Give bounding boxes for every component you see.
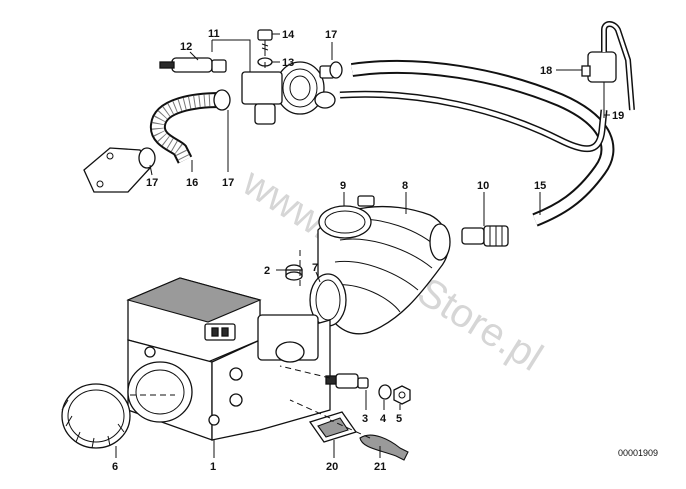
callout-3: 3 [362,413,368,425]
vacuum-hose-long [350,59,615,227]
cap-21 [359,434,409,461]
clamp-17-b [329,61,343,79]
callout-5: 5 [396,413,402,425]
callout-13: 13 [282,57,294,69]
reference-number: 00001909 [618,448,658,458]
callout-8: 8 [402,180,408,192]
sensor-12 [159,57,227,73]
clamp-17-a [213,89,231,111]
assembly-lines [130,62,371,439]
callout-4: 4 [380,413,387,425]
callout-19: 19 [612,110,624,122]
callout-7: 7 [312,262,318,274]
sensor-3 [325,373,369,389]
callout-6: 6 [112,461,118,473]
callout-21: 21 [374,461,386,473]
callout-11: 11 [208,28,220,40]
callout-2: 2 [264,265,270,277]
callout-1: 1 [210,461,216,473]
flange-fitting [83,147,156,193]
callout-9: 9 [340,180,346,192]
hose-16 [149,92,221,164]
callout-14: 14 [282,29,295,41]
leader-lines [115,33,610,458]
callout-labels: 11 12 14 13 17 18 19 17 16 17 9 8 10 15 … [112,28,624,473]
valve-18 [581,21,635,118]
washer-4 [378,384,392,400]
connector-10 [461,225,509,247]
callout-17-top: 17 [325,29,337,41]
callout-12: 12 [180,41,192,53]
vacuum-hose-thin [339,90,608,153]
callout-16: 16 [186,177,198,189]
grommet-2 [285,264,303,281]
connector-20 [308,411,358,443]
ring-6 [61,383,131,449]
nut-5 [393,385,411,405]
bolt-14 [257,29,273,56]
callout-17-mid: 17 [222,177,234,189]
clamp-9 [318,195,375,239]
air-flow-meter-1 [126,277,331,441]
callout-10: 10 [477,180,489,192]
callout-20: 20 [326,461,338,473]
callout-17-left: 17 [146,177,158,189]
callout-18: 18 [540,65,552,77]
callout-15: 15 [534,180,546,192]
vacuum-unit-11 [241,61,336,125]
intake-boot-8 [317,206,451,335]
